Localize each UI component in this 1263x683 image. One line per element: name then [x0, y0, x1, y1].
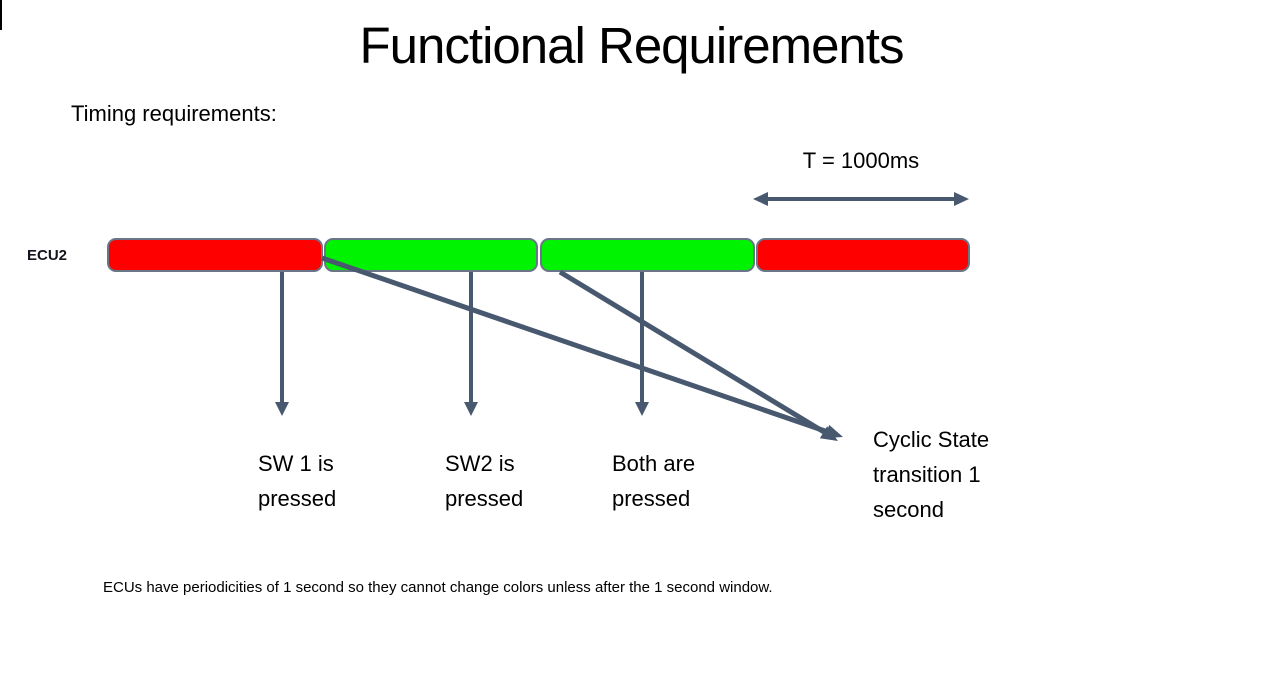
event-label-line: pressed	[612, 486, 691, 511]
down-arrow-sw2-head	[464, 402, 478, 416]
event-label-line: Both are	[612, 451, 696, 476]
down-arrow-both-head	[635, 402, 649, 416]
cyclic-arrow-1-line	[321, 255, 829, 435]
arrow-strokes	[280, 197, 956, 435]
cyclic-arrow-2-head	[819, 426, 838, 441]
period-arrow-left-head	[753, 192, 768, 206]
event-label-line: pressed	[445, 486, 524, 511]
section-label: Timing requirements:	[71, 101, 277, 126]
event-label-line: SW2 is	[445, 451, 515, 476]
event-label-line: Cyclic State	[873, 427, 990, 452]
cyclic-arrow-2-line	[558, 269, 826, 435]
event-label-line: second	[873, 497, 944, 522]
event-label-sw1: SW 1 is pressed	[258, 446, 336, 516]
ecu-row-label: ECU2	[27, 247, 68, 264]
screen-edge-artifact	[0, 0, 2, 30]
arrow-heads	[275, 192, 969, 441]
event-label-line: transition 1	[873, 462, 981, 487]
event-label-both: Both are pressed	[612, 446, 695, 516]
cyclic-arrow-1-head	[824, 424, 843, 439]
slide-title: Functional Requirements	[359, 17, 905, 74]
timeline-segment-red-1	[107, 238, 323, 272]
footnote: ECUs have periodicities of 1 second so t…	[103, 579, 773, 596]
event-label-line: SW 1 is	[258, 451, 334, 476]
event-label-sw2: SW2 is pressed	[445, 446, 523, 516]
period-arrow-right-head	[954, 192, 969, 206]
timeline-segment-red-2	[756, 238, 970, 272]
event-label-cyclic-state: Cyclic State transition 1 second	[873, 422, 989, 527]
period-label: T = 1000ms	[802, 148, 920, 173]
down-arrow-sw1-head	[275, 402, 289, 416]
timeline-segment-green-2	[540, 238, 755, 272]
timeline-segment-green-1	[324, 238, 538, 272]
event-label-line: pressed	[258, 486, 337, 511]
